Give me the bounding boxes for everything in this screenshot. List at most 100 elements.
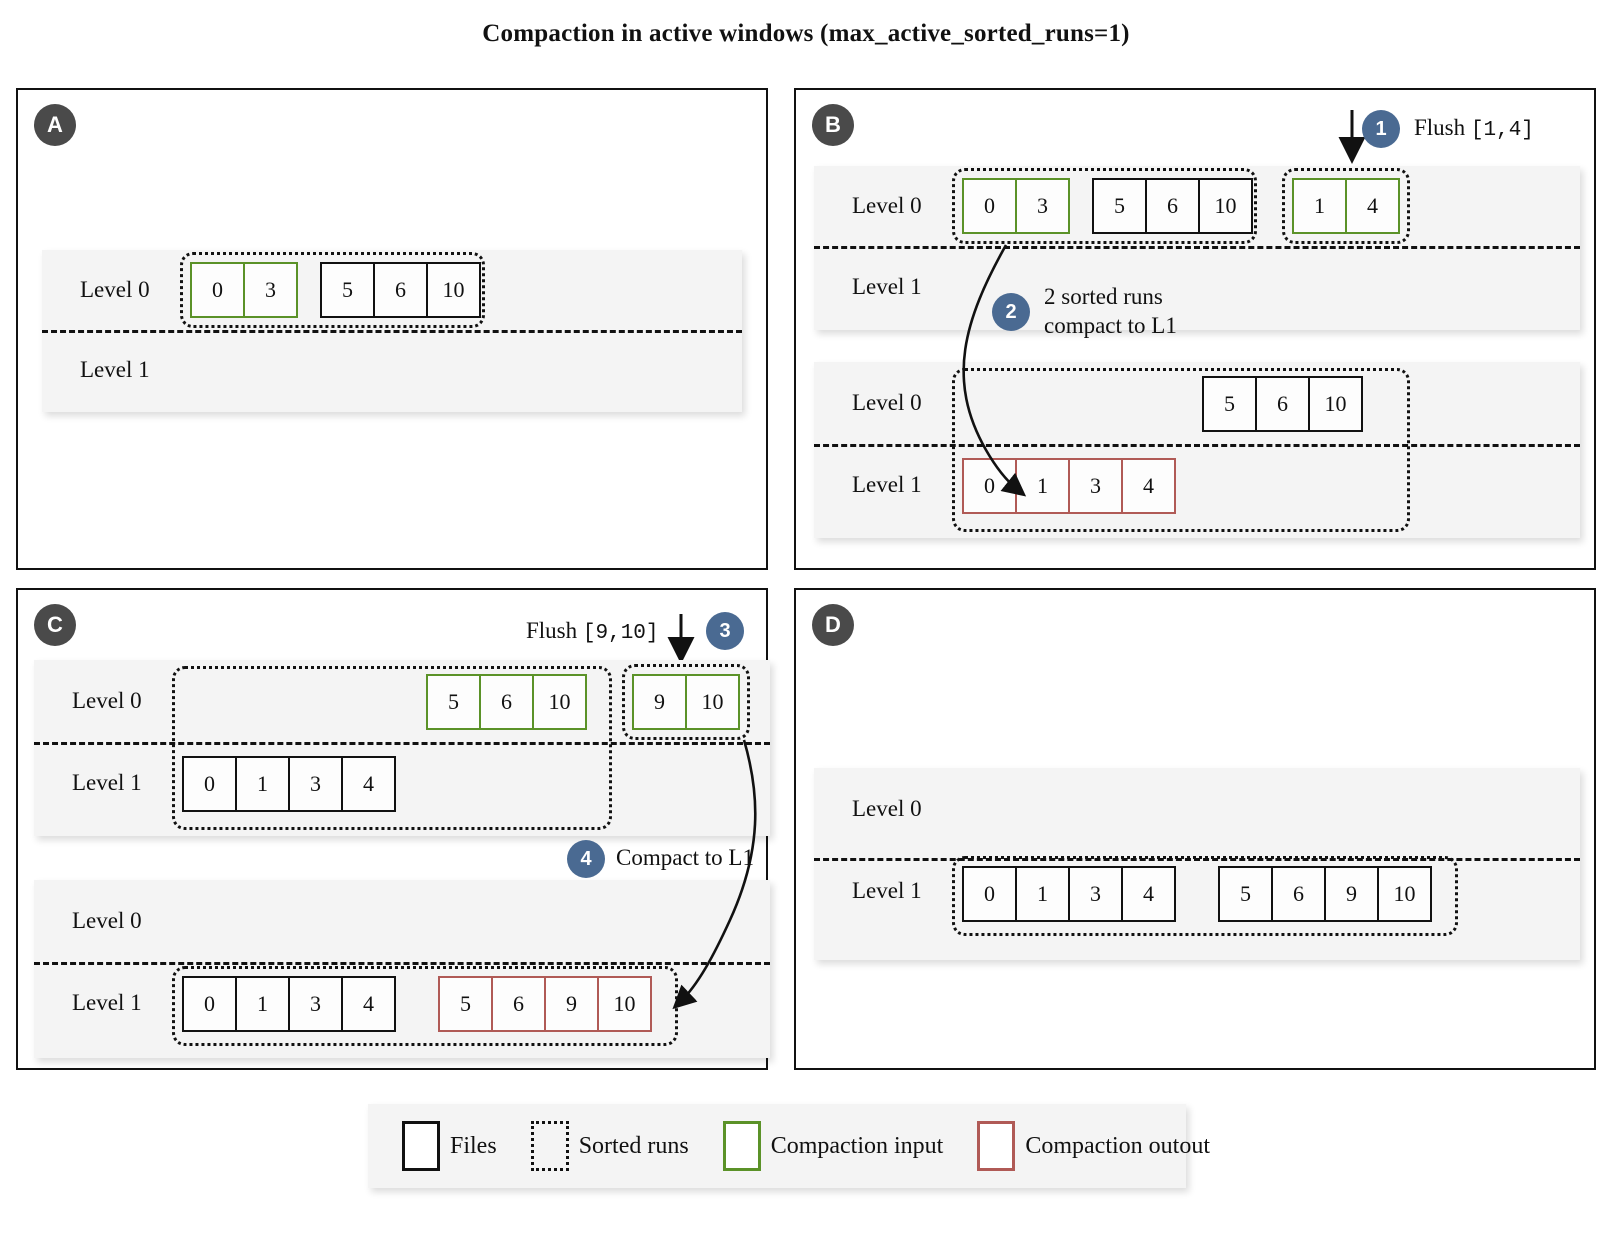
flush-range: [1,4] <box>1470 119 1534 142</box>
file-cell: 5 <box>426 674 481 730</box>
level-block-c-bottom: Level 0 Level 1 0 1 3 4 5 6 9 10 <box>34 880 770 1058</box>
level1-label: Level 1 <box>852 274 922 299</box>
level1-label: Level 1 <box>852 878 922 903</box>
level0-row: Level 0 5 6 10 <box>814 362 1580 444</box>
step-badge-3: 3 <box>706 612 744 650</box>
sorted-run-files: 9 10 <box>632 674 740 730</box>
file-cell: 4 <box>341 976 396 1032</box>
file-cell: 5 <box>320 262 375 318</box>
file-cell: 0 <box>190 262 245 318</box>
level-divider <box>814 246 1580 249</box>
level1-row: Level 1 <box>42 330 742 410</box>
file-cell: 10 <box>1308 376 1363 432</box>
legend-label: Files <box>450 1132 497 1159</box>
legend-item-files: Files <box>402 1121 497 1171</box>
file-cell: 4 <box>341 756 396 812</box>
sorted-run-files: 1 4 <box>1292 178 1400 234</box>
file-cell: 3 <box>288 756 343 812</box>
file-cell: 5 <box>1218 866 1273 922</box>
level-block-d: Level 0 Level 1 0 1 3 4 5 6 9 10 <box>814 768 1580 960</box>
file-cell: 0 <box>182 976 237 1032</box>
file-cell: 1 <box>235 976 290 1032</box>
legend-label: Compaction outout <box>1025 1132 1210 1159</box>
legend-label: Compaction input <box>770 1132 944 1159</box>
file-cell: 10 <box>1377 866 1432 922</box>
file-cell: 10 <box>1198 178 1253 234</box>
file-cell: 10 <box>685 674 740 730</box>
level-divider <box>34 742 770 745</box>
page-title: Compaction in active windows (max_active… <box>482 20 1130 47</box>
level1-row: Level 1 0 1 3 4 5 6 9 10 <box>34 962 770 1046</box>
step-badge-1: 1 <box>1362 110 1400 148</box>
sorted-run-files: 0 1 3 4 <box>182 756 396 812</box>
level1-row: Level 1 0 1 3 4 5 6 9 10 <box>814 850 1580 936</box>
panel-badge-a: A <box>34 104 76 146</box>
legend: Files Sorted runs Compaction input Compa… <box>368 1104 1210 1188</box>
file-cell: 9 <box>632 674 687 730</box>
sorted-run-files: 5 6 10 <box>1202 376 1363 432</box>
sorted-run-files: 0 1 3 4 <box>182 976 396 1032</box>
file-cell: 10 <box>426 262 481 318</box>
file-cell: 0 <box>182 756 237 812</box>
level1-label: Level 1 <box>72 990 142 1015</box>
level0-label: Level 0 <box>852 796 922 821</box>
compaction-output-swatch-icon <box>977 1121 1016 1171</box>
level-block-c-top: Level 0 5 6 10 9 10 Level 1 0 1 3 4 <box>34 660 770 836</box>
file-cell: 6 <box>373 262 428 318</box>
sorted-run-files: 0 3 <box>190 262 298 318</box>
sorted-run-files: 0 1 3 4 <box>962 458 1176 514</box>
level0-label: Level 0 <box>852 193 922 218</box>
files-swatch-icon <box>402 1121 440 1171</box>
panel-c: C Flush [9,10] 3 Level 0 5 6 10 9 10 <box>16 588 770 1070</box>
compaction-input-swatch-icon <box>722 1121 761 1171</box>
level0-row: Level 0 <box>34 880 770 962</box>
level-block-b-bottom: Level 0 5 6 10 Level 1 0 1 3 4 <box>814 362 1580 538</box>
level-block-b-top: Level 0 0 3 5 6 10 1 4 Level 1 <box>814 166 1580 330</box>
legend-label: Sorted runs <box>578 1132 689 1159</box>
level-divider <box>34 962 770 965</box>
file-cell: 1 <box>1015 458 1070 514</box>
panel-badge-c: C <box>34 604 76 646</box>
legend-item-compaction-output: Compaction outout <box>977 1121 1210 1171</box>
compaction-note-c: Compact to L1 <box>616 845 754 870</box>
file-cell: 6 <box>1271 866 1326 922</box>
compaction-note-b: 2 sorted runs compact to L1 <box>1044 284 1177 339</box>
file-cell: 3 <box>243 262 298 318</box>
level1-row: Level 1 <box>814 246 1580 328</box>
file-cell: 4 <box>1121 458 1176 514</box>
level0-row: Level 0 0 3 5 6 10 1 4 <box>814 166 1580 246</box>
file-cell: 3 <box>1068 458 1123 514</box>
file-cell: 10 <box>532 674 587 730</box>
file-cell: 6 <box>479 674 534 730</box>
file-cell: 6 <box>1255 376 1310 432</box>
level-divider <box>814 858 1580 861</box>
file-cell: 4 <box>1121 866 1176 922</box>
step-badge-4: 4 <box>567 840 605 878</box>
panel-badge-d: D <box>812 604 854 646</box>
file-cell: 1 <box>1292 178 1347 234</box>
sorted-run-files: 0 3 <box>962 178 1070 234</box>
file-cell: 1 <box>235 756 290 812</box>
sorted-runs-swatch-icon <box>530 1121 569 1171</box>
sorted-run-files: 5 6 10 <box>1092 178 1253 234</box>
file-cell: 9 <box>1324 866 1379 922</box>
sorted-run-files: 5 6 10 <box>426 674 587 730</box>
level0-label: Level 0 <box>80 277 150 302</box>
level1-label: Level 1 <box>72 770 142 795</box>
flush-text: Flush <box>1414 115 1466 140</box>
level0-row: Level 0 0 3 5 6 10 <box>42 250 742 330</box>
file-cell: 10 <box>597 976 652 1032</box>
level-divider <box>814 444 1580 447</box>
file-cell: 5 <box>1092 178 1147 234</box>
file-cell: 6 <box>491 976 546 1032</box>
file-cell: 4 <box>1345 178 1400 234</box>
file-cell: 3 <box>1015 178 1070 234</box>
level0-label: Level 0 <box>72 688 142 713</box>
file-cell: 1 <box>1015 866 1070 922</box>
file-cell: 6 <box>1145 178 1200 234</box>
flush-label-c: Flush [9,10] <box>526 618 659 645</box>
sorted-run-files: 5 6 9 10 <box>1218 866 1432 922</box>
level0-label: Level 0 <box>852 390 922 415</box>
level-divider <box>42 330 742 333</box>
sorted-run-files: 0 1 3 4 <box>962 866 1176 922</box>
